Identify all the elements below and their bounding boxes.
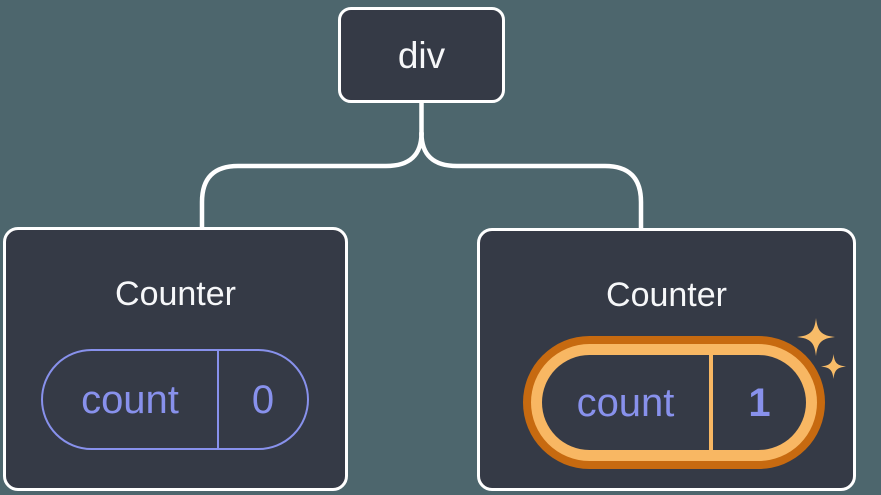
tree-node-counter-right: Counter count 1: [477, 228, 856, 491]
sparkle-icon: [797, 318, 835, 356]
state-pill-highlight-inner-ring: count 1: [531, 344, 817, 461]
node-label: div: [397, 34, 446, 76]
tree-node-div: div: [338, 7, 505, 103]
tree-node-counter-left: Counter count 0: [3, 227, 348, 491]
state-pill: count 0: [41, 349, 309, 450]
state-value-label: 0: [251, 377, 275, 422]
connector-left-branch: [199, 130, 424, 231]
state-pill-highlight-ring: count 1: [523, 336, 825, 469]
state-pill: count 1: [542, 355, 806, 450]
state-key-label: count: [576, 380, 675, 425]
component-title: Counter: [115, 275, 236, 313]
state-key-section: count: [43, 351, 217, 448]
sparkle-icon: [821, 354, 846, 379]
state-value-section: 1: [713, 355, 806, 450]
connector-right-branch: [419, 130, 644, 231]
state-value-section: 0: [219, 351, 307, 448]
state-pill-divider: [217, 351, 219, 448]
state-value-label: 1: [748, 380, 771, 425]
component-title: Counter: [606, 276, 727, 314]
state-pill-divider: [709, 355, 713, 450]
state-key-section: count: [542, 355, 709, 450]
state-key-label: count: [81, 377, 179, 422]
